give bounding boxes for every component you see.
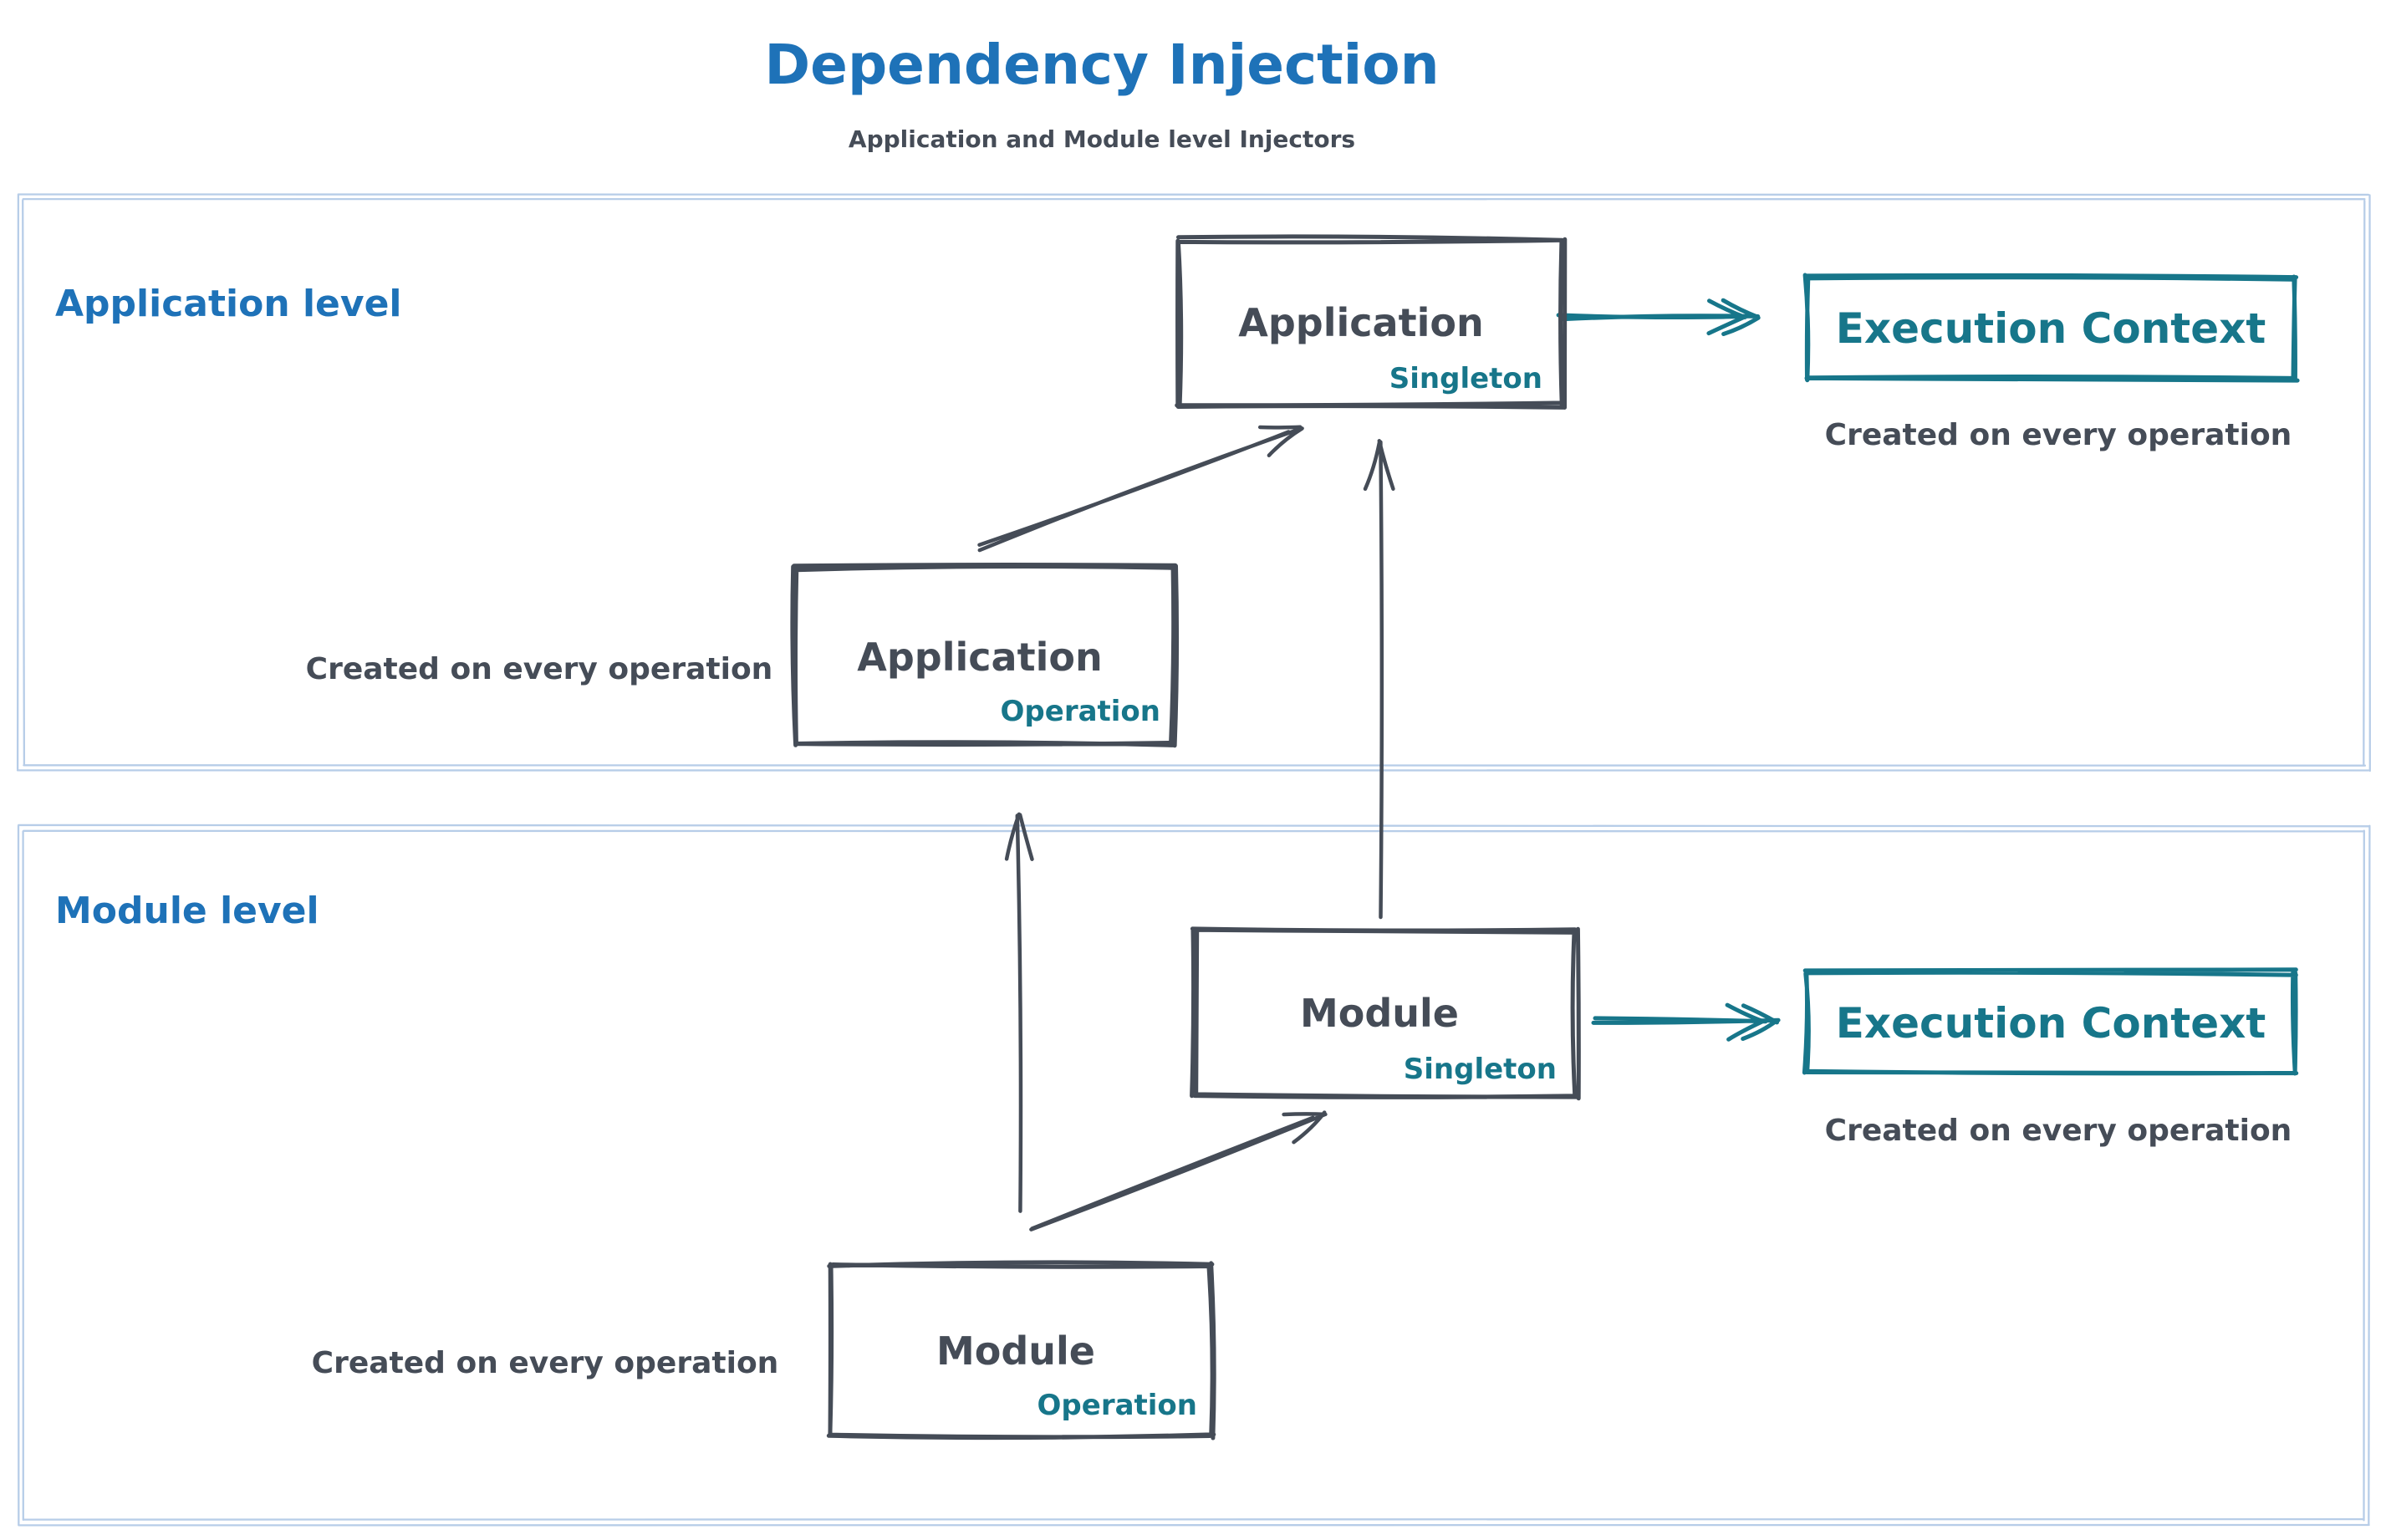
page-title: Dependency Injection — [764, 33, 1439, 97]
module-operation-box-title: Module — [936, 1328, 1095, 1374]
module-execution-context-box: Execution Context — [1802, 967, 2299, 1076]
module-singleton-box-title: Module — [1300, 991, 1459, 1036]
module-execution-context-note: Created on every operation — [1825, 1114, 2292, 1148]
arrow-app-operation-to-app-singleton — [977, 425, 1304, 553]
module-operation-box-scope: Operation — [1038, 1389, 1197, 1422]
app-singleton-box-title: Application — [1238, 300, 1483, 345]
module-execution-context-outline — [1802, 967, 2299, 1076]
arrow-module-singleton-to-app-singleton — [1363, 439, 1395, 920]
diagram-header: Dependency Injection Application and Mod… — [764, 33, 1439, 153]
app-operation-box-scope: Operation — [1001, 695, 1160, 728]
application-level-container — [16, 193, 2371, 773]
module-singleton-box: Module Singleton — [1190, 926, 1581, 1101]
module-level-label: Module level — [55, 890, 319, 932]
app-operation-box-outline — [790, 563, 1180, 748]
page-subtitle: Application and Module level Injectors — [849, 125, 1355, 153]
app-singleton-box-outline — [1175, 234, 1568, 410]
module-operation-note: Created on every operation — [312, 1346, 779, 1380]
module-operation-box-outline — [826, 1260, 1216, 1441]
app-operation-box-title: Application — [857, 635, 1102, 680]
app-singleton-box-scope: Singleton — [1389, 362, 1542, 395]
arrow-module-singleton-to-execution-context — [1591, 1002, 1781, 1042]
app-operation-box: Application Operation — [790, 563, 1180, 748]
module-execution-context-label: Execution Context — [1836, 999, 2266, 1048]
app-operation-note: Created on every operation — [306, 652, 773, 686]
arrow-module-level-to-app-operation — [1004, 812, 1034, 1213]
app-execution-context-label: Execution Context — [1836, 304, 2266, 353]
app-execution-context-box: Execution Context — [1802, 273, 2300, 383]
app-execution-context-note: Created on every operation — [1825, 418, 2292, 452]
module-singleton-box-scope: Singleton — [1404, 1053, 1557, 1086]
app-singleton-box: Application Singleton — [1175, 234, 1568, 410]
module-operation-box: Module Operation — [826, 1260, 1216, 1441]
app-execution-context-outline — [1802, 273, 2300, 383]
arrow-module-operation-to-module-singleton — [1029, 1110, 1328, 1231]
arrow-app-singleton-to-execution-context — [1556, 298, 1761, 336]
module-singleton-box-outline — [1190, 926, 1581, 1101]
application-level-label: Application level — [55, 283, 402, 325]
